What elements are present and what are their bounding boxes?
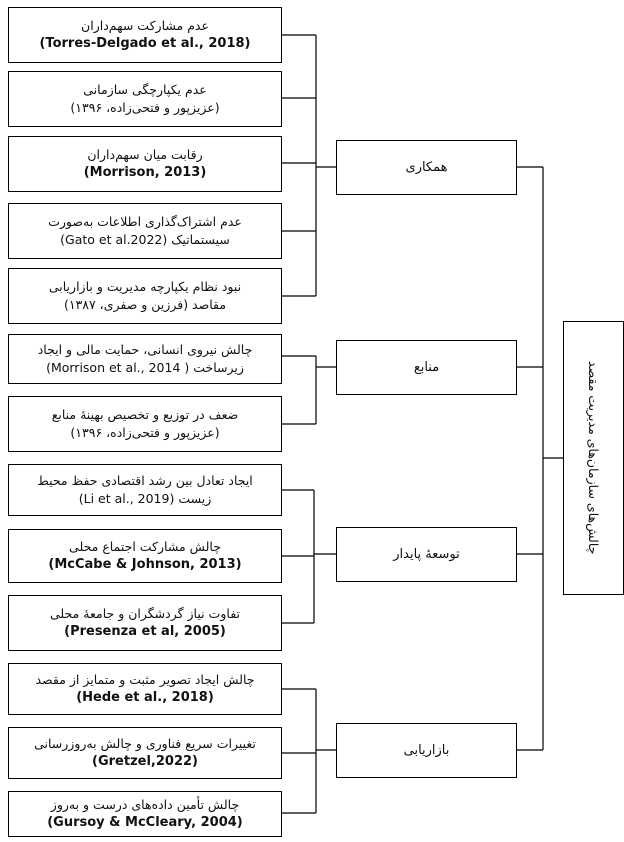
category-cooperation: همکاری — [336, 140, 517, 195]
challenge-text: ضعف در توزیع و تخصیص بهینهٔ منابع — [51, 407, 239, 422]
challenge-reference: زیست (Li et al., 2019) — [78, 491, 212, 506]
challenge-reference: (Hede et al., 2018) — [76, 690, 214, 705]
challenge-box: ضعف در توزیع و تخصیص بهینهٔ منابع (عزیزپ… — [8, 396, 282, 452]
challenge-text: تفاوت نیاز گردشگران و جامعهٔ محلی — [49, 606, 241, 621]
challenge-reference: (McCabe & Johnson, 2013) — [48, 557, 242, 572]
challenge-text: عدم یکپارچگی سازمانی — [83, 82, 207, 97]
challenge-text: نبود نظام یکپارچه مدیریت و بازاریابی — [48, 279, 242, 294]
category-label: منابع — [413, 360, 440, 375]
challenge-box: رقابت میان سهم‌داران (Morrison, 2013) — [8, 136, 282, 192]
category-marketing: بازاریابی — [336, 723, 517, 778]
challenge-reference: (Gretzel,2022) — [92, 754, 198, 769]
challenge-text: عدم مشارکت سهم‌داران — [81, 18, 209, 33]
challenge-reference: (Gursoy & McCleary, 2004) — [47, 815, 243, 830]
challenge-text: تغییرات سریع فناوری و چالش به‌روزرسانی — [34, 736, 256, 751]
challenge-text: چالش تأمین داده‌های درست و به‌روز — [50, 797, 240, 812]
category-resources: منابع — [336, 340, 517, 395]
challenge-reference: (عزیزپور و فتحی‌زاده، ۱۳۹۶) — [70, 100, 220, 115]
challenge-text: چالش مشارکت اجتماع محلی — [69, 539, 221, 554]
challenge-reference: (Torres-Delgado et al., 2018) — [39, 36, 251, 51]
challenge-box: نبود نظام یکپارچه مدیریت و بازاریابی مقا… — [8, 268, 282, 324]
challenge-box: چالش تأمین داده‌های درست و به‌روز (Gurso… — [8, 791, 282, 837]
challenge-box: تغییرات سریع فناوری و چالش به‌روزرسانی (… — [8, 727, 282, 779]
challenge-text: ایجاد تعادل بین رشد اقتصادی حفظ محیط — [37, 473, 253, 488]
challenge-text: چالش ایجاد تصویر مثبت و متمایز از مقصد — [35, 672, 255, 687]
challenge-box: چالش نیروی انسانی، حمایت مالی و ایجاد زی… — [8, 334, 282, 384]
category-label: بازاریابی — [403, 743, 450, 758]
challenge-reference: زیرساخت ( Morrison et al., 2014) — [46, 360, 244, 375]
challenge-text: چالش نیروی انسانی، حمایت مالی و ایجاد — [37, 342, 253, 357]
challenge-reference: (Morrison, 2013) — [83, 165, 207, 180]
challenge-box: تفاوت نیاز گردشگران و جامعهٔ محلی (Prese… — [8, 595, 282, 651]
challenge-box: عدم یکپارچگی سازمانی (عزیزپور و فتحی‌زاد… — [8, 71, 282, 127]
challenge-box: عدم مشارکت سهم‌داران (Torres-Delgado et … — [8, 7, 282, 63]
category-sustainable-development: توسعهٔ پایدار — [336, 527, 517, 582]
challenge-reference: (Presenza et al, 2005) — [64, 624, 226, 639]
challenge-box: چالش ایجاد تصویر مثبت و متمایز از مقصد (… — [8, 663, 282, 715]
root-label: چالش‌های سازمان‌های مدیریت مقصد — [586, 361, 601, 555]
challenge-reference: مقاصد (فرزین و صفری، ۱۳۸۷) — [63, 297, 227, 312]
challenge-box: ایجاد تعادل بین رشد اقتصادی حفظ محیط زیس… — [8, 464, 282, 516]
root-node: چالش‌های سازمان‌های مدیریت مقصد — [563, 321, 624, 595]
category-label: همکاری — [405, 160, 448, 175]
challenge-box: عدم اشتراک‌گذاری اطلاعات به‌صورت سیستمات… — [8, 203, 282, 259]
challenge-reference: سیستماتیک (Gato et al.2022) — [60, 232, 230, 247]
challenge-box: چالش مشارکت اجتماع محلی (McCabe & Johnso… — [8, 529, 282, 583]
challenge-text: رقابت میان سهم‌داران — [87, 147, 203, 162]
category-label: توسعهٔ پایدار — [393, 547, 460, 562]
challenge-reference: (عزیزپور و فتحی‌زاده، ۱۳۹۶) — [70, 425, 220, 440]
challenge-text: عدم اشتراک‌گذاری اطلاعات به‌صورت — [48, 214, 242, 229]
